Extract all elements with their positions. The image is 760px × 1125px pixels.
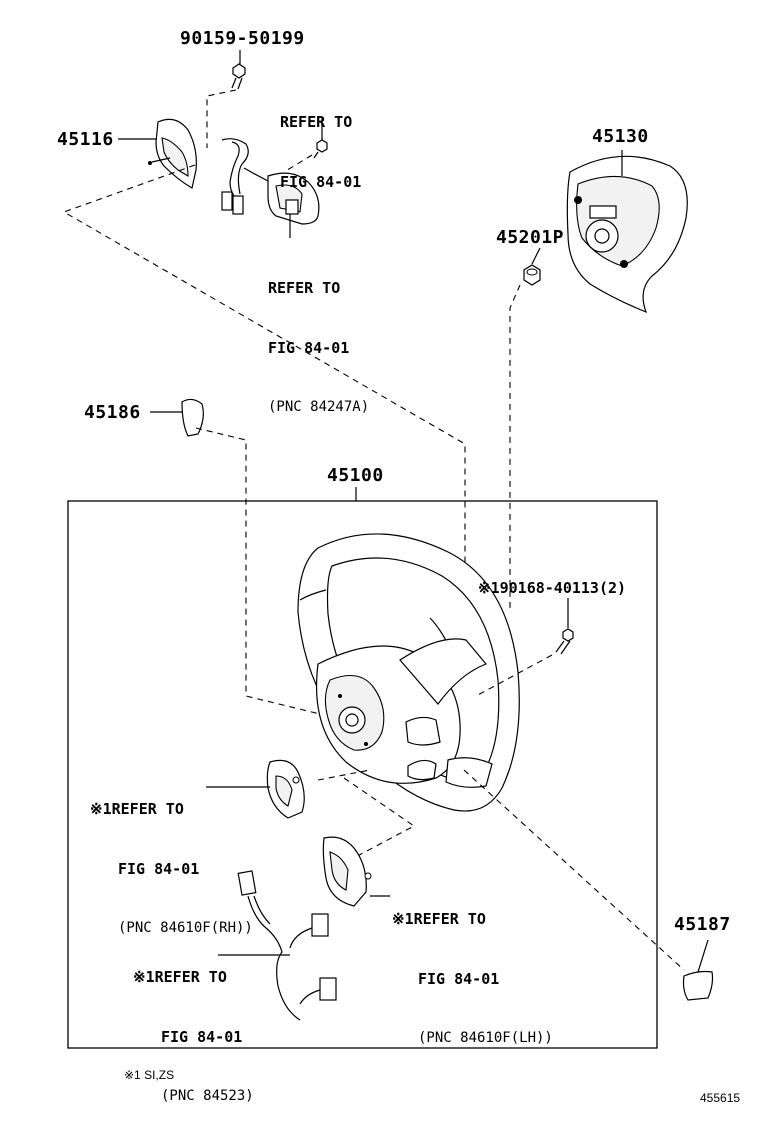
ref-rh-switch-line1: ※1REFER TO (90, 800, 184, 818)
switch-lh-84610f (322, 836, 372, 907)
footnote: ※1 SI,ZS (124, 1068, 175, 1082)
part-number-90168-40113: ※190168-40113(2) (478, 579, 627, 597)
part-number-45186: 45186 (84, 402, 141, 423)
ref-top-switch-line1: REFER TO (280, 113, 353, 131)
ref-top-harness-line2: FIG 84-01 (268, 339, 350, 357)
ref-rh-switch-line2: FIG 84-01 (118, 860, 200, 878)
steering-wheel-45100 (297, 533, 520, 812)
ref-top-harness-line1: REFER TO (268, 279, 341, 297)
part-number-45187: 45187 (674, 914, 731, 935)
airbag-45130 (566, 155, 688, 314)
bolt-90159-50199 (231, 63, 246, 90)
ref-rh-switch: ※1REFER TO FIG 84-01 (PNC 84610F(RH)) (90, 759, 253, 957)
ref-rh-switch-pnc: (PNC 84610F(RH)) (118, 920, 253, 936)
ref-lh-switch: ※1REFER TO FIG 84-01 (PNC 84610F(LH)) (392, 869, 553, 1067)
switch-rh-84610f (266, 759, 305, 819)
ref-top-switch-line2: FIG 84-01 (280, 173, 362, 191)
assembly-box-45100 (67, 500, 658, 1049)
switch-harness-top (221, 138, 320, 225)
part-number-45201p: 45201P (496, 227, 565, 248)
ref-lh-switch-line2: FIG 84-01 (418, 970, 500, 988)
part-number-90159-50199: 90159-50199 (180, 28, 305, 49)
ref-harness: ※1REFER TO FIG 84-01 (PNC 84523) (133, 927, 254, 1125)
nut-45201p (523, 264, 541, 286)
part-number-45130: 45130 (592, 126, 649, 147)
cap-45186 (181, 398, 204, 437)
ref-harness-line2: FIG 84-01 (161, 1028, 243, 1046)
figure-id: 455615 (700, 1091, 741, 1105)
cover-45116 (148, 118, 197, 189)
ref-lh-switch-line1: ※1REFER TO (392, 910, 486, 928)
ref-harness-pnc: (PNC 84523) (161, 1088, 254, 1104)
part-number-45100: 45100 (327, 465, 384, 486)
part-number-45116: 45116 (57, 129, 114, 150)
bolt-90168-40113 (555, 628, 574, 655)
ref-top-harness-pnc: (PNC 84247A) (268, 399, 370, 415)
ref-top-harness: REFER TO FIG 84-01 (PNC 84247A) (268, 238, 369, 436)
harness-84523 (237, 870, 337, 1021)
ref-lh-switch-pnc: (PNC 84610F(LH)) (418, 1030, 553, 1046)
cap-45187 (682, 970, 714, 1001)
ref-harness-line1: ※1REFER TO (133, 968, 227, 986)
ref-top-switch: REFER TO FIG 84-01 (280, 72, 361, 212)
